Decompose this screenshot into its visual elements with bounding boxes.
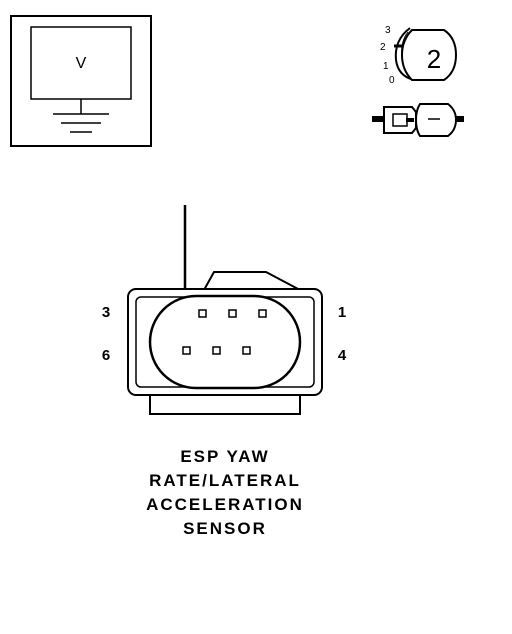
meter-label: V [76,55,87,72]
pin-cavity-1 [258,309,267,318]
pin-label-top-left: 3 [102,304,110,321]
pin-label-bottom-right: 4 [338,347,347,364]
connector-cavity [148,294,302,390]
dial-mark-0: 0 [389,75,395,86]
pin-cavity-2 [228,309,237,318]
pin-cavity-3 [198,309,207,318]
dial-mark-1: 1 [383,61,389,72]
pin-label-bottom-left: 6 [102,347,110,364]
pin-label-top-right: 1 [338,304,346,321]
ground-icon [53,113,109,133]
pin-cavity-5 [212,346,221,355]
connector-mating-icon [372,103,464,137]
dial-selected-position: 2 [427,44,441,74]
sensor-connector: 3 1 6 4 [102,271,347,415]
title-line-4: SENSOR [183,519,267,538]
title-line-1: ESP YAW [180,447,269,466]
pin-cavity-4 [242,346,251,355]
voltmeter-symbol: V [10,15,152,147]
title-line-3: ACCELERATION [146,495,304,514]
ignition-dial-icon: 3 2 1 0 2 [380,25,458,86]
component-title: ESP YAW RATE/LATERAL ACCELERATION SENSOR [146,447,304,538]
pin-cavities [182,309,267,355]
dial-mark-2: 2 [380,42,386,53]
title-line-2: RATE/LATERAL [149,471,301,490]
pin-cavity-6 [182,346,191,355]
dial-mark-3: 3 [385,25,391,36]
